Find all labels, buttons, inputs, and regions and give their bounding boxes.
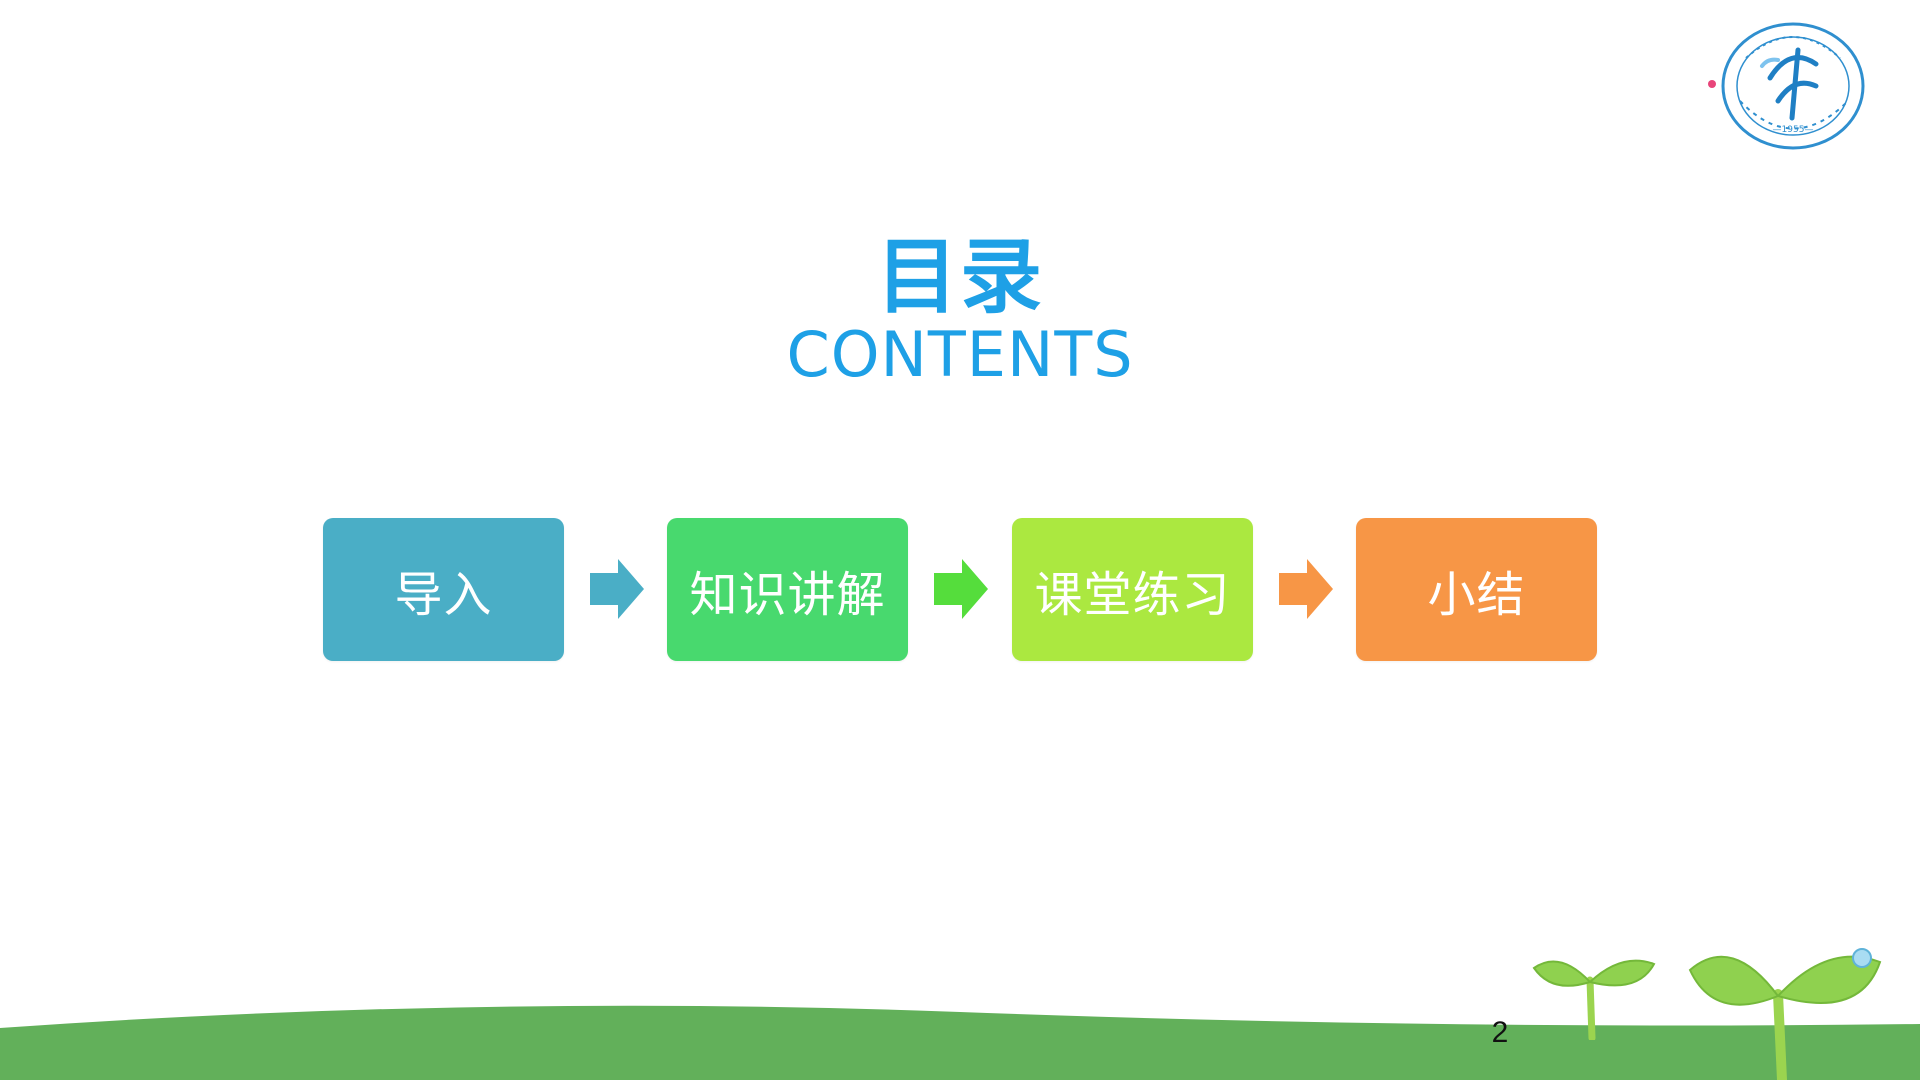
step-box-summary[interactable]: 小结 [1356, 518, 1597, 661]
page-title-chinese: 目录 [875, 230, 1044, 325]
ground-decoration [0, 1005, 1920, 1080]
arrow-right-icon [1279, 559, 1333, 619]
step-box-exercise[interactable]: 课堂练习 [1012, 518, 1253, 661]
step-label: 知识讲解 [689, 566, 886, 623]
step-label: 导入 [394, 566, 493, 623]
step-label: 小结 [1427, 566, 1526, 623]
school-logo-icon: —1955— [1708, 22, 1865, 150]
sprout-icon [1688, 948, 1882, 1080]
page-number: 2 [1491, 1016, 1509, 1049]
arrow-right-icon [934, 559, 988, 619]
step-box-knowledge[interactable]: 知识讲解 [667, 518, 908, 661]
page-title-english: CONTENTS [786, 318, 1134, 391]
svg-text:—1955—: —1955— [1773, 125, 1814, 135]
arrow-right-icon [590, 559, 644, 619]
step-box-intro[interactable]: 导入 [323, 518, 564, 661]
step-label: 课堂练习 [1034, 566, 1231, 623]
sprout-icon [1532, 959, 1656, 1040]
